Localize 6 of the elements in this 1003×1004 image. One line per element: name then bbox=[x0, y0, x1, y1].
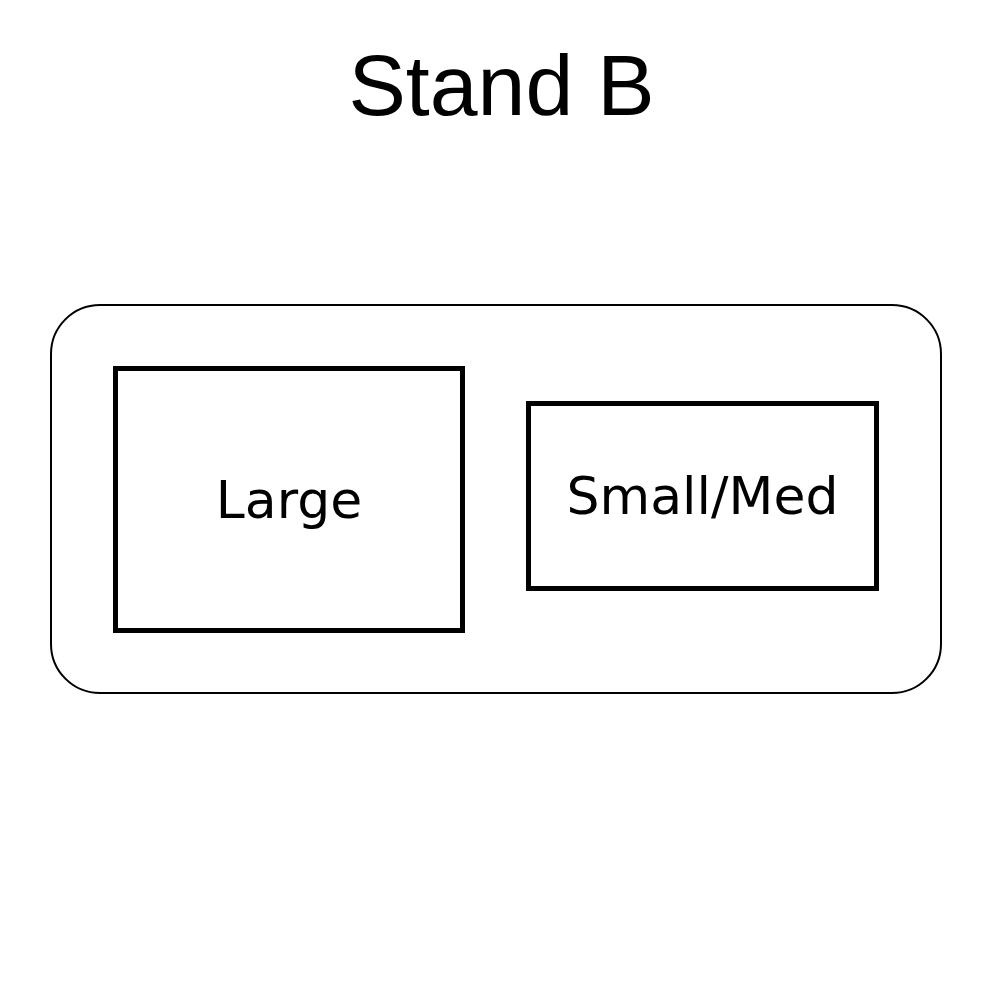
booth-area-box bbox=[113, 366, 465, 633]
title: Stand B bbox=[347, 36, 656, 135]
booth-area-box bbox=[526, 401, 879, 591]
area-label: Large bbox=[215, 469, 363, 530]
area-label: Small/Med bbox=[566, 466, 839, 526]
stand-outline bbox=[50, 304, 942, 694]
